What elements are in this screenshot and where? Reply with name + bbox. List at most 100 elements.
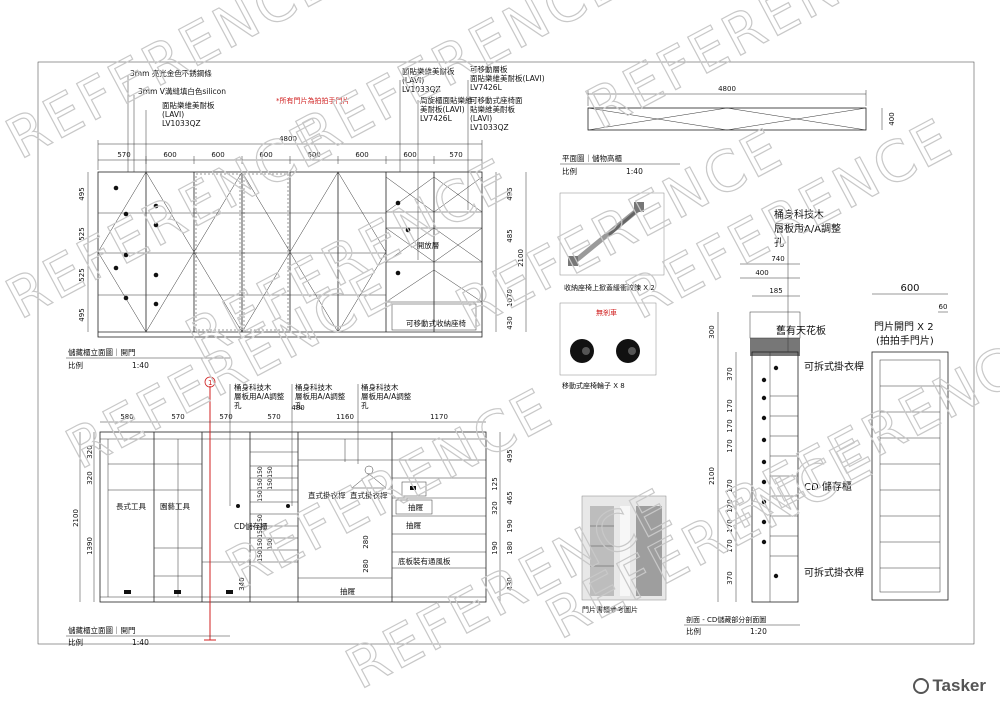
- svg-text:長式工具: 長式工具: [116, 501, 146, 511]
- svg-text:桶身科技木: 桶身科技木: [295, 382, 333, 392]
- right-dims: 495 485 1070 430 2100: [506, 187, 525, 329]
- svg-text:370: 370: [726, 571, 734, 584]
- section-title: 剖面 - CD儲藏部分剖面圖: [686, 615, 766, 624]
- svg-text:1:40: 1:40: [132, 361, 149, 370]
- svg-text:125: 125: [491, 477, 499, 490]
- top-dims-row: 570 600 600 600 600 600 600 570: [117, 151, 462, 159]
- svg-text:190: 190: [506, 519, 514, 532]
- svg-text:150: 150: [267, 478, 274, 490]
- svg-text:3mm V溝縫填白色silicon: 3mm V溝縫填白色silicon: [138, 86, 226, 96]
- svg-text:比例: 比例: [68, 360, 83, 370]
- svg-text:495: 495: [78, 187, 86, 200]
- svg-text:周旋櫃面貼樂維: 周旋櫃面貼樂維: [420, 95, 473, 105]
- door-subtitle: (拍拍手門片): [876, 334, 934, 347]
- svg-text:340: 340: [238, 577, 246, 590]
- cd-dims: 150 150 150 150 150 150 150 150 150 150: [257, 466, 274, 562]
- svg-text:1:40: 1:40: [132, 638, 149, 647]
- svg-text:180: 180: [506, 541, 514, 554]
- svg-text:1:20: 1:20: [750, 627, 767, 636]
- svg-text:貼樂維美耐板: 貼樂維美耐板: [470, 104, 515, 114]
- bottom-elevation-title: 儲藏櫃立面圖｜開門: [68, 625, 136, 635]
- svg-text:570: 570: [449, 151, 462, 159]
- svg-text:孔: 孔: [774, 237, 784, 249]
- svg-text:495: 495: [506, 449, 514, 462]
- svg-text:600: 600: [403, 151, 416, 159]
- svg-text:170: 170: [726, 399, 734, 412]
- top-elevation: 4800 570 600 600 600 600 600 600 570 495…: [66, 64, 545, 370]
- svg-text:570: 570: [171, 413, 184, 421]
- plan-view: 4800 400 平面圖｜儲物高櫃 比例 1:40: [560, 85, 896, 176]
- svg-text:無剎車: 無剎車: [596, 308, 617, 317]
- svg-text:170: 170: [726, 539, 734, 552]
- svg-text:150: 150: [257, 478, 264, 490]
- svg-text:320: 320: [86, 445, 94, 458]
- svg-text:LV7426L: LV7426L: [420, 114, 453, 123]
- svg-text:320: 320: [86, 471, 94, 484]
- overall-width-dim: 4800: [279, 135, 297, 143]
- logo-text: Tasker: [932, 676, 986, 695]
- cd-section: 桶身科技木 層板用A/A調整 孔 740 400 185 舊有天花板 300 3…: [684, 208, 864, 636]
- svg-text:465: 465: [506, 491, 514, 504]
- svg-text:1390: 1390: [86, 537, 94, 555]
- svg-text:600: 600: [163, 151, 176, 159]
- svg-text:美耐板(LAVI): 美耐板(LAVI): [420, 104, 465, 114]
- svg-text:740: 740: [771, 255, 784, 263]
- svg-text:2100: 2100: [517, 249, 525, 267]
- svg-text:層板用A/A調整: 層板用A/A調整: [361, 391, 412, 401]
- svg-text:(LAVI): (LAVI): [162, 110, 184, 119]
- svg-text:可拆式掛衣桿: 可拆式掛衣桿: [804, 566, 864, 579]
- bottom-right-dims: 495 125 465 320 190 180 190 430: [491, 449, 514, 590]
- svg-text:層板用A/A調整: 層板用A/A調整: [234, 391, 285, 401]
- svg-text:面貼樂維美耐板: 面貼樂維美耐板: [162, 100, 215, 110]
- left-callouts: 3mm 亮光金色不銹鋼條 3mm V溝縫填白色silicon 面貼樂維美耐板 (…: [130, 68, 226, 128]
- svg-text:3mm 亮光金色不銹鋼條: 3mm 亮光金色不銹鋼條: [130, 68, 212, 78]
- svg-text:1170: 1170: [430, 413, 448, 421]
- svg-text:層板用A/A調整: 層板用A/A調整: [774, 222, 841, 235]
- svg-text:495: 495: [78, 308, 86, 321]
- ceiling-label: 舊有天花板: [776, 324, 826, 337]
- svg-text:可移動式座椅面: 可移動式座椅面: [470, 95, 523, 105]
- svg-text:LV1033QZ: LV1033QZ: [470, 123, 509, 132]
- svg-text:比例: 比例: [68, 637, 83, 647]
- svg-text:REFERENCE: REFERENCE: [576, 0, 924, 142]
- bottom-callouts: 桶身科技木 層板用A/A調整 孔 桶身科技木 層板用A/A調整 孔 桶身科技木 …: [234, 382, 412, 410]
- svg-text:185: 185: [769, 287, 782, 295]
- section-height-dims: 300 370 170 170 170 170 170 170 170 370 …: [708, 325, 734, 584]
- open-shelf-label: 開放層: [417, 240, 440, 250]
- svg-text:430: 430: [506, 316, 514, 329]
- svg-text:170: 170: [726, 419, 734, 432]
- svg-text:150: 150: [267, 538, 274, 550]
- storage-seat-label: 可移動式收納座椅: [406, 318, 466, 328]
- bottom-left-dims: 320 320 1390 2100: [72, 445, 94, 555]
- svg-text:桶身科技木: 桶身科技木: [234, 382, 272, 392]
- svg-text:桶身科技木: 桶身科技木: [774, 208, 824, 221]
- wheel-caption: 移動式座椅輪子 X 8: [562, 381, 625, 390]
- svg-text:600: 600: [307, 151, 320, 159]
- svg-text:孔: 孔: [234, 401, 242, 410]
- svg-text:孔: 孔: [361, 401, 369, 410]
- svg-text:1160: 1160: [336, 413, 354, 421]
- svg-text:280: 280: [362, 559, 370, 572]
- svg-text:面貼樂維美耐板(LAVI): 面貼樂維美耐板(LAVI): [470, 73, 545, 83]
- svg-text:面貼樂維美耐板: 面貼樂維美耐板: [402, 66, 455, 76]
- door-title: 門片開門 X 2: [874, 320, 934, 333]
- svg-text:CD 儲存櫃: CD 儲存櫃: [804, 480, 852, 493]
- svg-text:150: 150: [257, 538, 264, 550]
- svg-text:比例: 比例: [686, 626, 701, 636]
- svg-text:170: 170: [726, 439, 734, 452]
- svg-text:485: 485: [506, 229, 514, 242]
- svg-text:495: 495: [506, 187, 514, 200]
- svg-text:園藝工具: 園藝工具: [160, 501, 190, 511]
- svg-text:抽屜: 抽屜: [406, 520, 421, 530]
- svg-text:570: 570: [219, 413, 232, 421]
- svg-text:400: 400: [888, 112, 896, 125]
- svg-text:LV1033QZ: LV1033QZ: [402, 85, 441, 94]
- svg-text:580: 580: [120, 413, 133, 421]
- svg-text:150: 150: [257, 514, 264, 526]
- svg-text:150: 150: [257, 466, 264, 478]
- svg-text:370: 370: [726, 367, 734, 380]
- svg-text:525: 525: [78, 268, 86, 281]
- svg-text:170: 170: [726, 479, 734, 492]
- svg-text:直式掛衣桿: 直式掛衣桿: [350, 490, 388, 500]
- svg-text:600: 600: [900, 283, 919, 294]
